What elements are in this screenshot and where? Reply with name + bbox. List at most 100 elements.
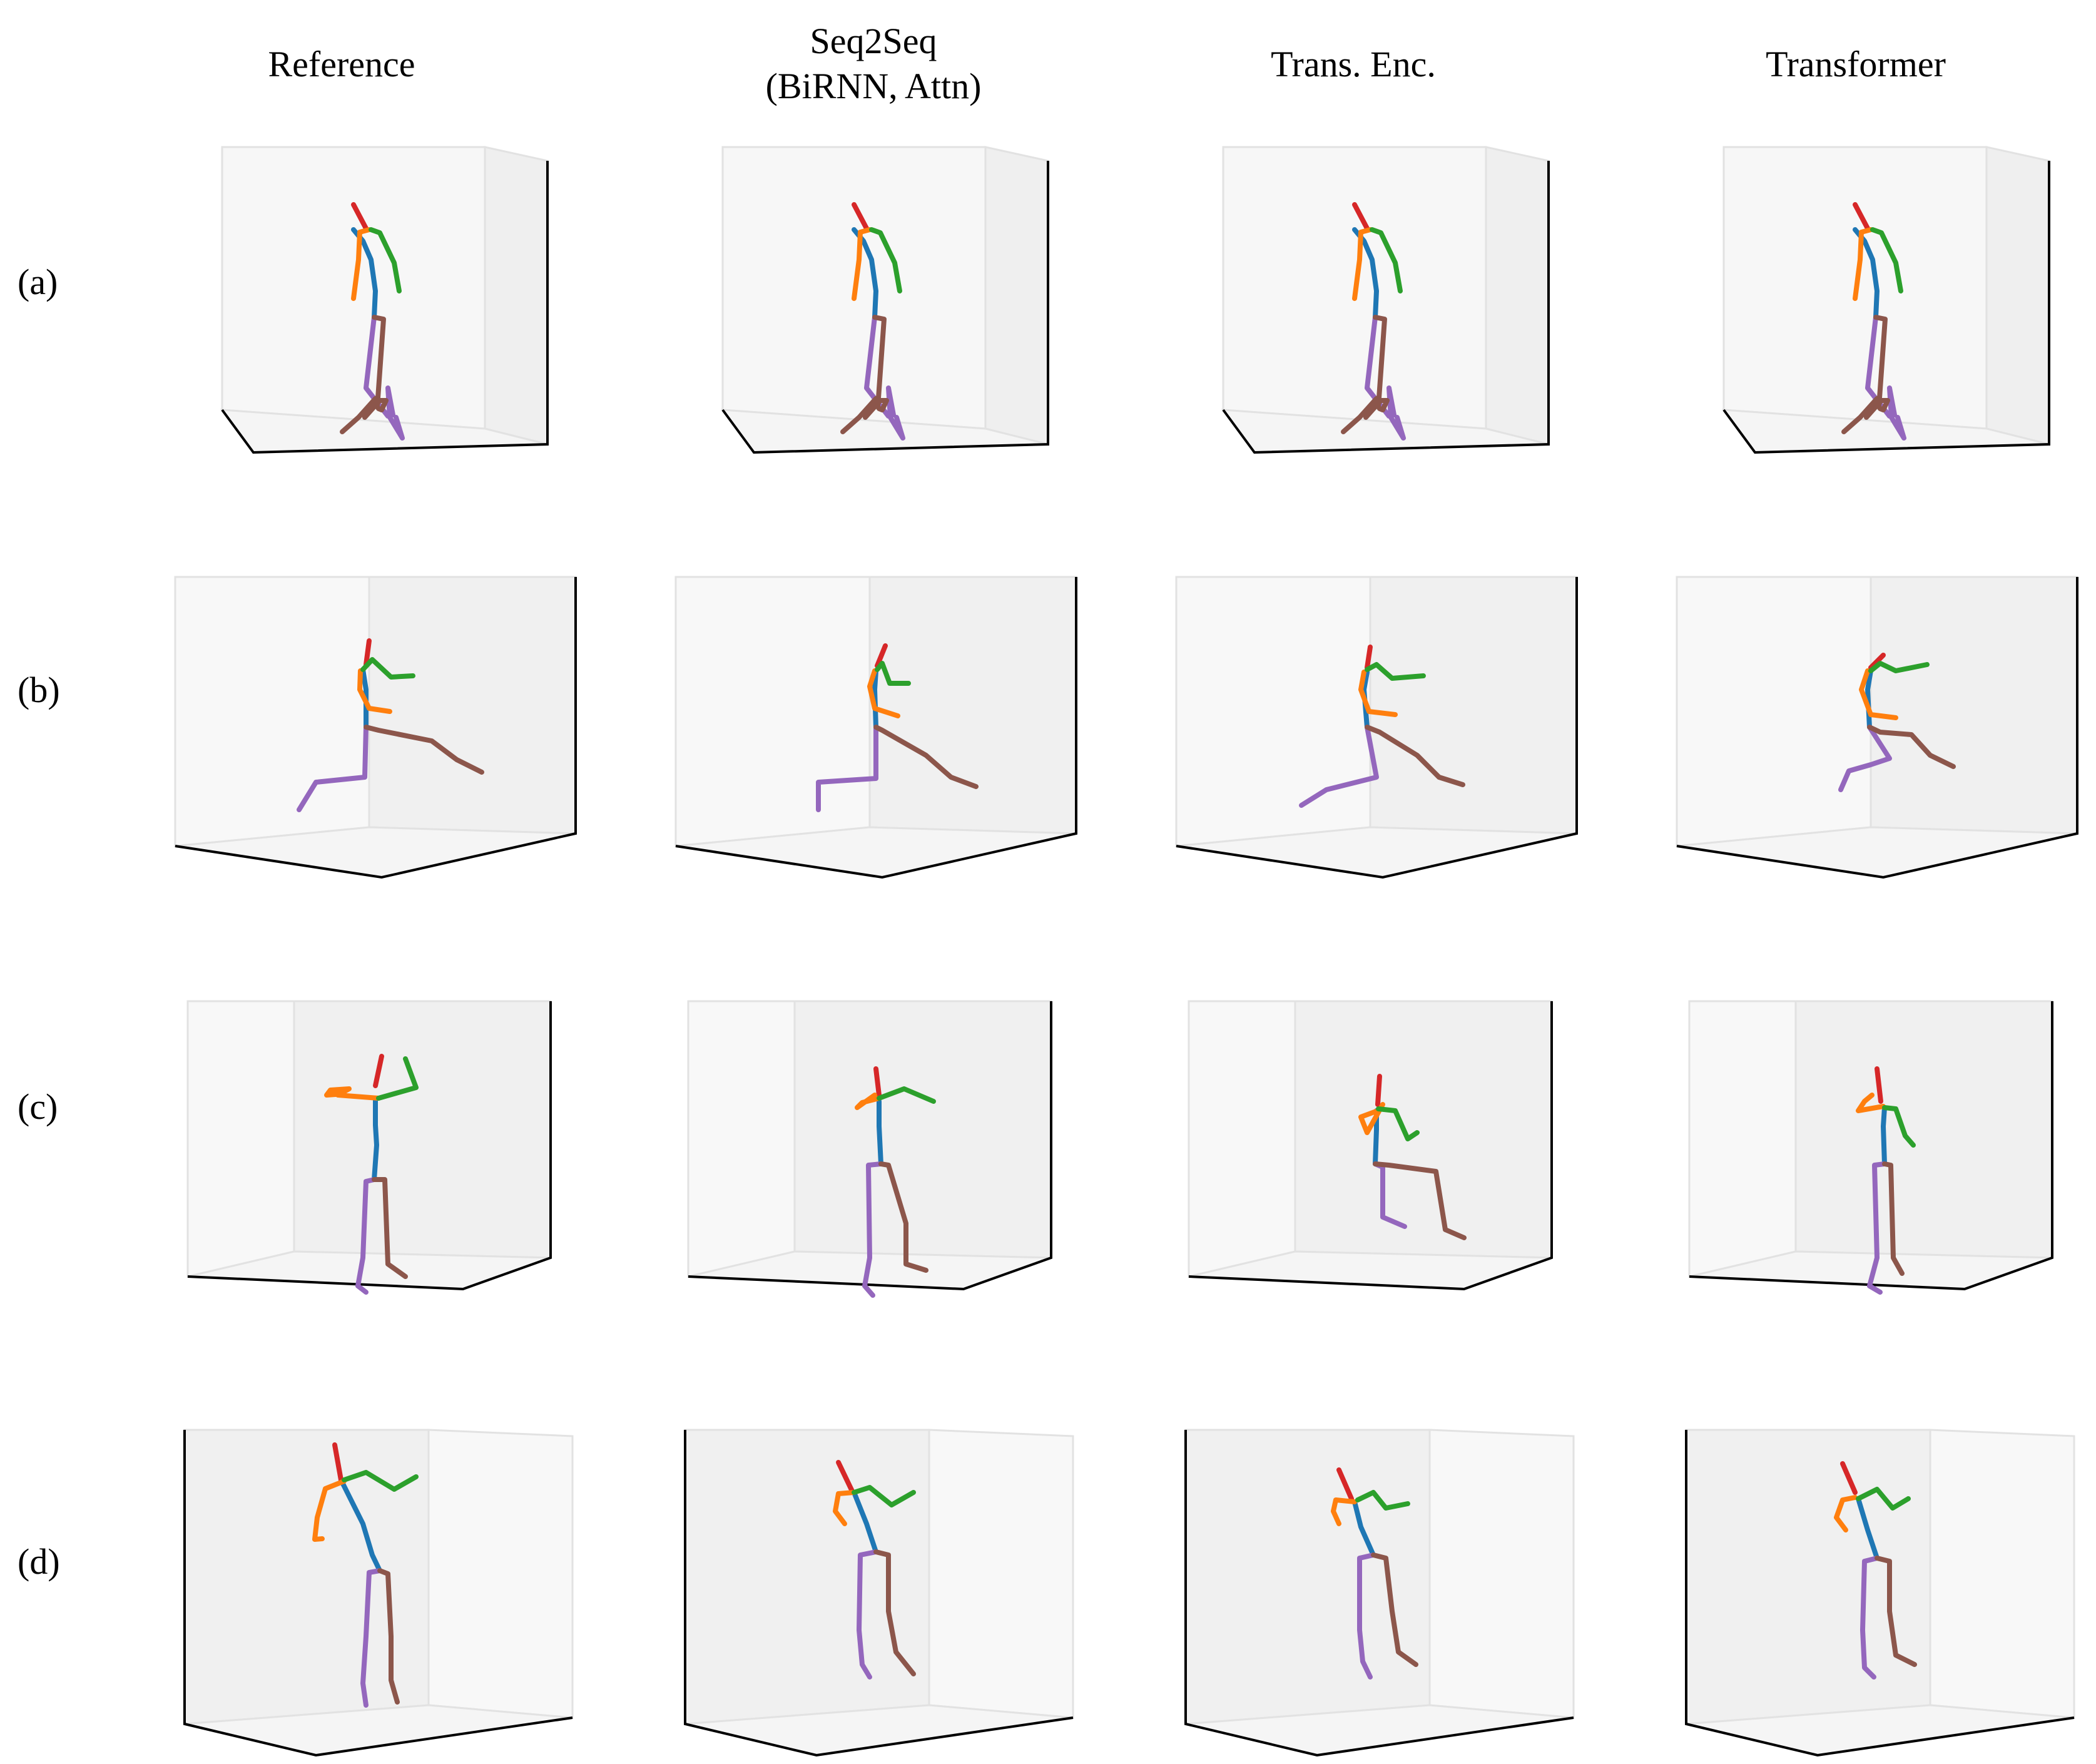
box-right-pane: [1294, 1000, 1553, 1259]
skeleton-head: [875, 643, 888, 668]
skeleton-left-leg: [1371, 1552, 1418, 1667]
skeleton-right-arm: [1352, 227, 1373, 301]
skeleton-left-arm: [869, 227, 902, 293]
skeleton-spine: [1865, 668, 1873, 730]
skeleton-right-arm: [1859, 668, 1898, 720]
skeleton-left-leg: [873, 1549, 916, 1676]
skeleton-left-leg: [1373, 1161, 1467, 1240]
skeleton-right-leg: [864, 315, 905, 441]
box-right-pane: [1794, 1000, 2053, 1259]
skeleton-left-leg: [873, 725, 979, 789]
skeleton-right-leg: [1365, 315, 1406, 441]
panel-row-1-col-1: [220, 146, 549, 454]
skeleton-head: [1868, 653, 1886, 670]
panel-row-1-col-2: [720, 146, 1049, 454]
skeleton-left-leg: [1841, 315, 1890, 434]
panel-row-3-col-3: [1188, 1000, 1553, 1291]
skeleton-right-arm: [1834, 1495, 1858, 1532]
skeleton-left-arm: [1370, 227, 1403, 293]
skeleton-right-arm: [1331, 1497, 1357, 1526]
skeleton-spine: [360, 667, 369, 730]
axis-frame: [1184, 1430, 1574, 1757]
skeleton-right-leg: [364, 315, 405, 441]
box-right-pane: [484, 146, 549, 446]
skeleton-left-leg: [1867, 725, 1956, 769]
axis-frame: [1722, 161, 2050, 454]
box-left-pane: [1676, 576, 1872, 847]
axis-frame: [1689, 1001, 2053, 1291]
box-left-pane: [1688, 1000, 1797, 1278]
skeleton-head: [1336, 1467, 1354, 1501]
skeleton-right-arm: [1358, 1102, 1385, 1135]
row-label-4: (d): [18, 1541, 60, 1582]
skeleton-left-arm: [1376, 1106, 1420, 1141]
skeleton-left-arm: [360, 657, 415, 680]
skeleton-spine: [877, 1099, 883, 1166]
panel-row-4-col-3: [1184, 1429, 1575, 1757]
box-right-pane: [868, 576, 1077, 835]
skeleton-left-leg: [1341, 315, 1390, 434]
axis-frame: [1222, 161, 1550, 454]
skeleton-head: [1853, 202, 1870, 231]
skeleton-spine: [872, 668, 878, 730]
panel-row-4-col-4: [1685, 1429, 2075, 1757]
skeleton-spine: [852, 1490, 878, 1554]
skeleton-head: [1875, 1066, 1883, 1104]
skeleton-right-leg: [297, 725, 369, 812]
skeleton-right-leg: [355, 1177, 377, 1295]
skeleton-left-leg: [340, 315, 389, 434]
axis-frame: [221, 161, 549, 454]
axis-frame: [675, 577, 1077, 879]
box-right-pane: [368, 576, 577, 835]
skeleton-left-arm: [369, 227, 402, 293]
skeleton-spine: [338, 1477, 382, 1573]
skeleton-head: [351, 202, 369, 231]
skeleton-right-arm: [1358, 670, 1398, 717]
skeleton-right-leg: [857, 1549, 878, 1680]
skeleton-left-arm: [1856, 1487, 1911, 1511]
row-labels: (a)(b)(c)(d): [18, 262, 60, 1582]
axis-frame: [684, 1430, 1074, 1757]
skeleton-left-leg: [364, 725, 484, 775]
skeleton-head: [852, 202, 869, 231]
skeleton-left-leg: [1882, 1161, 1905, 1276]
skeleton-left-leg: [372, 1177, 408, 1279]
panel-row-3-col-2: [687, 1000, 1052, 1298]
panel-row-1-col-3: [1221, 146, 1550, 454]
skeleton-right-leg: [1299, 725, 1379, 808]
column-header-3-line-1: Trans. Enc.: [1271, 44, 1436, 84]
skeleton-left-arm: [1365, 662, 1426, 681]
skeleton-right-leg: [1860, 1556, 1880, 1680]
panel-row-3-col-1: [186, 1000, 552, 1295]
skeleton-right-arm: [867, 668, 900, 718]
skeleton-left-arm: [376, 1056, 419, 1101]
skeleton-spine: [372, 1096, 379, 1182]
box-right-pane: [1428, 1429, 1575, 1719]
box-right-pane: [1369, 576, 1578, 835]
panel-row-4-col-2: [684, 1429, 1074, 1757]
axis-frame: [187, 1001, 552, 1291]
box-right-pane: [1485, 146, 1550, 446]
skeleton-right-arm: [1856, 1093, 1886, 1113]
skeleton-head: [1840, 1461, 1858, 1495]
box-left-pane: [174, 576, 370, 847]
skeleton-right-leg: [1865, 315, 1906, 441]
box-right-pane: [1870, 576, 2078, 835]
skeleton-spine: [1352, 1499, 1376, 1558]
skeleton-left-arm: [852, 1485, 916, 1507]
panel-row-2-col-2: [674, 576, 1077, 879]
panel-row-1-col-4: [1721, 146, 2050, 454]
box-right-pane: [984, 146, 1049, 446]
skeleton-right-leg: [816, 725, 878, 812]
skeleton-right-leg: [1357, 1552, 1376, 1680]
skeleton-head: [1352, 202, 1370, 231]
axis-frame: [175, 577, 577, 879]
skeleton-spine: [1881, 1105, 1887, 1166]
box-left-pane: [1188, 1000, 1296, 1278]
row-label-2: (b): [18, 670, 60, 710]
skeleton-right-arm: [1853, 227, 1873, 301]
skeleton-head: [1365, 645, 1373, 670]
skeleton-head: [332, 1442, 343, 1482]
